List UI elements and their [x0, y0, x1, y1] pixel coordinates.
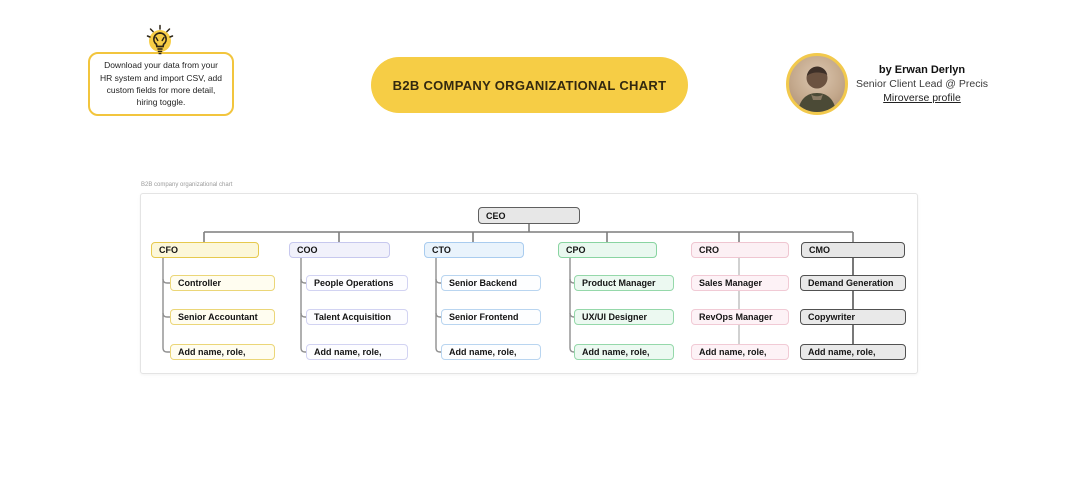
org-node-coo[interactable]: COO [289, 242, 390, 258]
org-chart-frame: CEO CFO COO CTO CPO CRO CMO Controller S… [140, 193, 918, 374]
org-node-add-name-cfo[interactable]: Add name, role, [170, 344, 275, 360]
connector-lines [162, 224, 854, 353]
org-node-cfo[interactable]: CFO [151, 242, 259, 258]
org-node-sales-manager[interactable]: Sales Manager [691, 275, 789, 291]
org-node-cto[interactable]: CTO [424, 242, 524, 258]
title-banner: B2B COMPANY ORGANIZATIONAL CHART [371, 57, 688, 113]
frame-title: B2B company organizational chart [141, 182, 233, 188]
org-node-demand-generation[interactable]: Demand Generation [800, 275, 906, 291]
page-title: B2B COMPANY ORGANIZATIONAL CHART [392, 77, 667, 93]
person-portrait-icon [798, 66, 836, 112]
author-byline: by Erwan Derlyn [878, 64, 966, 76]
org-node-ceo[interactable]: CEO [478, 207, 580, 224]
org-node-add-name-cro[interactable]: Add name, role, [691, 344, 789, 360]
org-node-add-name-coo[interactable]: Add name, role, [306, 344, 408, 360]
org-node-product-manager[interactable]: Product Manager [574, 275, 674, 291]
org-node-cpo[interactable]: CPO [558, 242, 657, 258]
lightbulb-icon [146, 24, 174, 55]
org-node-copywriter[interactable]: Copywriter [800, 309, 906, 325]
miroverse-profile-link[interactable]: Miroverse profile [883, 92, 961, 104]
org-node-add-name-cpo[interactable]: Add name, role, [574, 344, 674, 360]
org-node-senior-frontend[interactable]: Senior Frontend [441, 309, 541, 325]
tip-note-text: Download your data from your HR system a… [99, 60, 223, 108]
org-node-revops-manager[interactable]: RevOps Manager [691, 309, 789, 325]
author-avatar [786, 53, 848, 115]
org-node-people-operations[interactable]: People Operations [306, 275, 408, 291]
org-node-senior-backend[interactable]: Senior Backend [441, 275, 541, 291]
org-node-cmo[interactable]: CMO [801, 242, 905, 258]
org-node-add-name-cto[interactable]: Add name, role, [441, 344, 541, 360]
author-block: by Erwan Derlyn Senior Client Lead @ Pre… [852, 64, 992, 104]
org-node-senior-accountant[interactable]: Senior Accountant [170, 309, 275, 325]
org-node-cro[interactable]: CRO [691, 242, 789, 258]
org-node-add-name-cmo[interactable]: Add name, role, [800, 344, 906, 360]
author-role: Senior Client Lead @ Precis [855, 78, 989, 90]
org-node-controller[interactable]: Controller [170, 275, 275, 291]
org-node-ux-ui-designer[interactable]: UX/UI Designer [574, 309, 674, 325]
tip-note: Download your data from your HR system a… [88, 52, 234, 116]
org-node-talent-acquisition[interactable]: Talent Acquisition [306, 309, 408, 325]
